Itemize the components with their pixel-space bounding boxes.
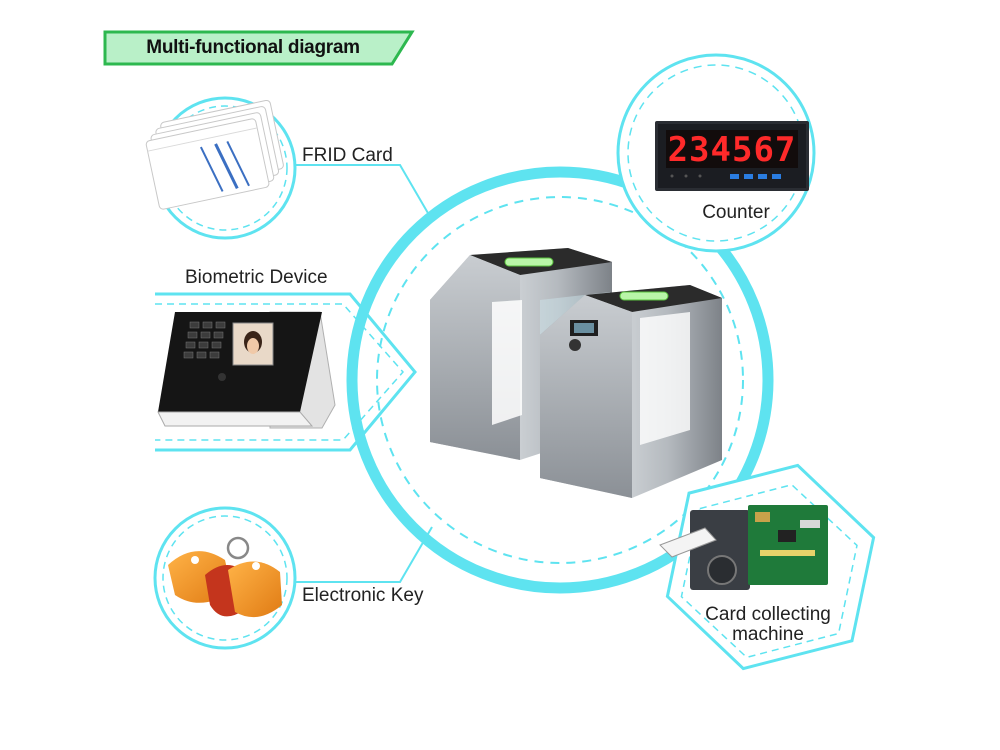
label-frid-card: FRID Card (302, 145, 393, 166)
turnstile-gate-image (430, 248, 722, 498)
card-collecting-hexagon (659, 463, 876, 671)
card-machine-image (659, 505, 828, 590)
label-electronic-key: Electronic Key (302, 585, 424, 606)
rfid-cards-image (145, 99, 284, 210)
label-biometric-device: Biometric Device (185, 267, 328, 288)
label-counter: Counter (702, 202, 770, 223)
central-ring (346, 166, 774, 594)
title-banner (103, 30, 415, 66)
counter-device-image (655, 121, 809, 191)
diagram-title: Multi-functional diagram (146, 37, 360, 58)
connector-lines (292, 164, 433, 583)
label-card-collecting-line2: machine (732, 624, 804, 645)
counter-bubble: 234567 (616, 53, 816, 253)
biometric-banner (155, 292, 417, 452)
electronic-key-bubble (153, 506, 297, 650)
label-card-collecting-line1: Card collecting (705, 604, 831, 625)
counter-led-display: 234567 (668, 130, 797, 170)
biometric-device-image (157, 311, 336, 429)
frid-card-bubble (145, 96, 297, 240)
key-fobs-image (168, 536, 282, 618)
